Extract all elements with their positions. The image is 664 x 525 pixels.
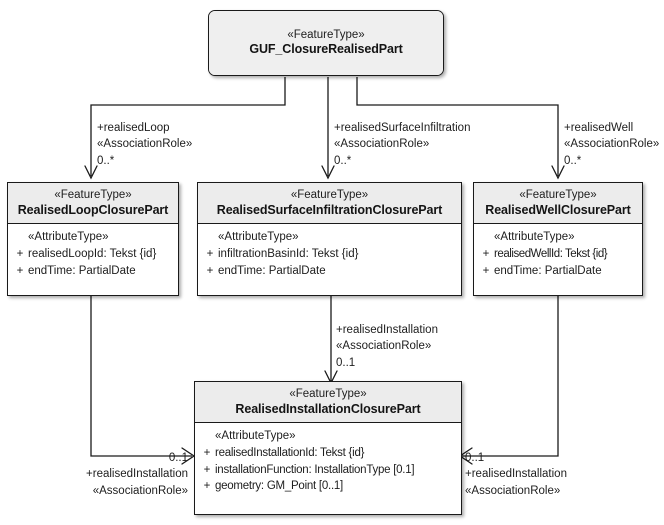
class-realised-well-closure-part[interactable]: «FeatureType» RealisedWellClosurePart «A… <box>473 182 643 296</box>
attribute-text: realisedWellId: Tekst {id} <box>494 247 608 260</box>
attribute-compartment: «AttributeType» + realisedLoopId: Tekst … <box>8 224 178 286</box>
role-stereotype: «AssociationRole» <box>564 138 660 151</box>
class-name: RealisedWellClosurePart <box>485 202 631 217</box>
association-label-realised-well: +realisedWell «AssociationRole» 0..* <box>564 120 659 169</box>
class-name: RealisedLoopClosurePart <box>17 202 169 217</box>
attribute-text: infiltrationBasinId: Tekst {id} <box>218 247 359 260</box>
visibility-marker: + <box>206 264 214 277</box>
role-multiplicity: 0..1 <box>168 452 188 464</box>
association-label-realised-surface-infiltration: +realisedSurfaceInfiltration «Associatio… <box>334 120 470 169</box>
visibility-marker: + <box>482 247 490 260</box>
attribute-compartment: «AttributeType» + realisedInstallationId… <box>195 423 461 501</box>
attribute-text: endTime: PartialDate <box>494 264 602 277</box>
visibility-marker: + <box>482 264 490 277</box>
association-label-realised-installation-center: +realisedInstallation «AssociationRole» … <box>336 322 438 371</box>
class-stereotype: «FeatureType» <box>519 189 597 201</box>
role-name: +realisedInstallation <box>336 324 438 336</box>
class-stereotype: «FeatureType» <box>289 388 367 400</box>
class-guf-closure-realised-part[interactable]: «FeatureType» GUF_ClosureRealisedPart <box>208 10 444 76</box>
role-multiplicity: 0..* <box>97 154 115 167</box>
role-multiplicity: 0..* <box>564 154 582 167</box>
attribute-text: installationFunction: InstallationType [… <box>215 463 415 476</box>
role-name: +realisedWell <box>564 122 634 134</box>
class-stereotype: «FeatureType» <box>290 189 369 201</box>
connector-loop-to-installation <box>90 296 192 457</box>
attribute-text: realisedLoopId: Tekst {id} <box>28 247 157 260</box>
attribute-row: + endTime: PartialDate <box>478 263 638 280</box>
class-realised-loop-closure-part[interactable]: «FeatureType» RealisedLoopClosurePart «A… <box>7 182 179 296</box>
role-name: +realisedLoop <box>97 122 170 134</box>
attribute-row: + realisedLoopId: Tekst {id} <box>12 246 174 263</box>
class-stereotype: «FeatureType» <box>54 189 132 201</box>
class-realised-installation-closure-part[interactable]: «FeatureType» RealisedInstallationClosur… <box>194 381 462 515</box>
attribute-text: endTime: PartialDate <box>28 264 136 277</box>
role-name: +realisedInstallation <box>465 468 567 481</box>
attribute-row: + infiltrationBasinId: Tekst {id} <box>202 246 457 263</box>
association-label-realised-installation-right: 0..1 +realisedInstallation «AssociationR… <box>465 450 567 499</box>
attribute-text: realisedInstallationId: Tekst {id} <box>215 446 365 459</box>
role-name: +realisedSurfaceInfiltration <box>334 122 471 134</box>
attribute-row: + endTime: PartialDate <box>12 263 174 280</box>
visibility-marker: + <box>203 463 211 476</box>
association-label-realised-loop: +realisedLoop «AssociationRole» 0..* <box>97 120 192 169</box>
attribute-compartment: «AttributeType» + realisedWellId: Tekst … <box>474 224 642 286</box>
role-stereotype: «AssociationRole» <box>336 340 432 353</box>
class-name: RealisedInstallationClosurePart <box>235 401 421 416</box>
class-header: «FeatureType» RealisedInstallationClosur… <box>195 382 461 424</box>
class-name: GUF_ClosureRealisedPart <box>249 42 403 57</box>
attribute-text: endTime: PartialDate <box>218 264 326 277</box>
visibility-marker: + <box>203 480 211 493</box>
role-stereotype: «AssociationRole» <box>92 484 188 497</box>
visibility-marker: + <box>206 247 214 260</box>
visibility-marker: + <box>16 247 24 260</box>
attribute-stereotype: «AttributeType» <box>218 231 299 244</box>
attribute-text: geometry: GM_Point [0..1] <box>215 480 343 493</box>
attribute-stereotype: «AttributeType» <box>215 430 296 443</box>
arrowhead-well <box>551 165 565 180</box>
attribute-stereotype: «AttributeType» <box>28 231 109 244</box>
class-header: «FeatureType» RealisedSurfaceInfiltratio… <box>198 183 461 225</box>
role-multiplicity: 0..1 <box>336 356 356 369</box>
attribute-stereotype: «AttributeType» <box>494 231 575 244</box>
role-name: +realisedInstallation <box>86 468 188 481</box>
role-multiplicity: 0..* <box>334 154 352 167</box>
arrowhead-loop <box>84 165 98 180</box>
role-stereotype: «AssociationRole» <box>465 484 561 497</box>
class-stereotype: «FeatureType» <box>287 28 365 41</box>
attribute-row: + endTime: PartialDate <box>202 263 457 280</box>
role-stereotype: «AssociationRole» <box>97 138 193 151</box>
attribute-row: + realisedInstallationId: Tekst {id} <box>199 445 457 462</box>
class-header: «FeatureType» GUF_ClosureRealisedPart <box>209 11 443 75</box>
class-header: «FeatureType» RealisedLoopClosurePart <box>8 183 178 225</box>
attribute-row: + realisedWellId: Tekst {id} <box>478 246 638 263</box>
role-multiplicity: 0..1 <box>465 452 485 464</box>
visibility-marker: + <box>203 446 211 459</box>
attribute-compartment: «AttributeType» + infiltrationBasinId: T… <box>198 224 461 286</box>
connector-well-to-installation <box>462 296 559 457</box>
attribute-row: + geometry: GM_Point [0..1] <box>199 478 457 495</box>
class-header: «FeatureType» RealisedWellClosurePart <box>474 183 642 225</box>
association-label-realised-installation-left: 0..1 +realisedInstallation «AssociationR… <box>0 450 188 499</box>
class-realised-surface-infiltration-closure-part[interactable]: «FeatureType» RealisedSurfaceInfiltratio… <box>197 182 462 296</box>
class-name: RealisedSurfaceInfiltrationClosurePart <box>216 202 443 217</box>
attribute-row: + installationFunction: InstallationType… <box>199 462 457 479</box>
visibility-marker: + <box>16 264 24 277</box>
role-stereotype: «AssociationRole» <box>334 138 430 151</box>
arrowhead-surface <box>321 165 335 180</box>
